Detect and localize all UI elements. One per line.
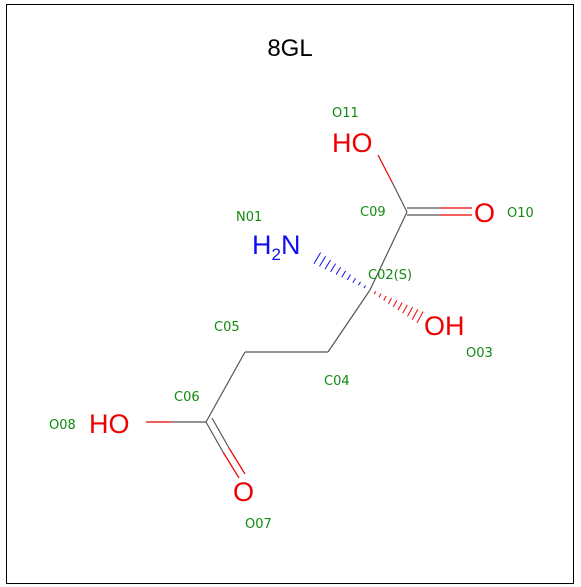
hash-line [363, 285, 366, 289]
hash-line [392, 300, 398, 308]
atom-label-o07: O07 [245, 517, 272, 532]
bonds [146, 154, 472, 479]
atom-label-o03: O03 [466, 346, 493, 361]
molecule-panel: 8GL [6, 4, 574, 584]
hash-line [346, 274, 351, 281]
hash-line [383, 295, 387, 301]
atom-symbols: HO O H2N OH HO O [89, 128, 495, 507]
atom-label-o08: O08 [49, 418, 76, 433]
hash-line [406, 306, 414, 317]
atom-label-n01: N01 [236, 210, 262, 225]
molecule-title: 8GL [267, 35, 313, 62]
hash-line [341, 270, 346, 278]
hash-line [378, 293, 382, 298]
hash-line [357, 281, 361, 286]
atom-label-c02: C02(S) [368, 268, 412, 283]
bond-c02-n01-hashed [313, 252, 366, 289]
hash-line [416, 311, 424, 324]
bond-c09-o11-o [377, 154, 393, 183]
hash-line [402, 304, 408, 314]
atom-label-o10: O10 [507, 206, 534, 221]
bond-c02-o03-hashed [373, 291, 424, 324]
bond-c02-c09 [369, 211, 408, 291]
hash-line [330, 263, 337, 273]
atom-symbol-o07: O [233, 477, 254, 507]
bond-c09-o11 [391, 181, 408, 213]
bond-c05-c06 [205, 351, 246, 423]
bond-c06-o07 [205, 417, 246, 479]
hash-line [324, 259, 332, 270]
atom-label-c09: C09 [360, 205, 386, 220]
atom-labels: O11 C09 O10 N01 C02(S) C05 O03 C04 C06 O… [49, 106, 534, 532]
atom-label-o11: O11 [332, 106, 359, 121]
atom-symbol-o08: HO [89, 409, 130, 439]
atom-symbol-o03: OH [424, 311, 465, 341]
hash-line [397, 302, 403, 311]
atom-symbol-n01: H2N [252, 230, 300, 264]
hash-line [313, 252, 322, 264]
hash-line [352, 277, 356, 283]
atom-label-c05: C05 [214, 320, 240, 335]
bond-c09-o10 [407, 207, 472, 216]
hash-line [388, 297, 392, 304]
atom-symbol-o11: HO [332, 128, 373, 158]
hash-line [335, 266, 341, 275]
hash-line [373, 291, 377, 295]
atom-label-c06: C06 [174, 390, 200, 405]
atom-label-c04: C04 [324, 374, 350, 389]
hash-line [319, 256, 327, 267]
atom-symbol-o10: O [474, 198, 495, 228]
hash-line [411, 309, 419, 320]
bond-c02-c04 [327, 289, 371, 353]
